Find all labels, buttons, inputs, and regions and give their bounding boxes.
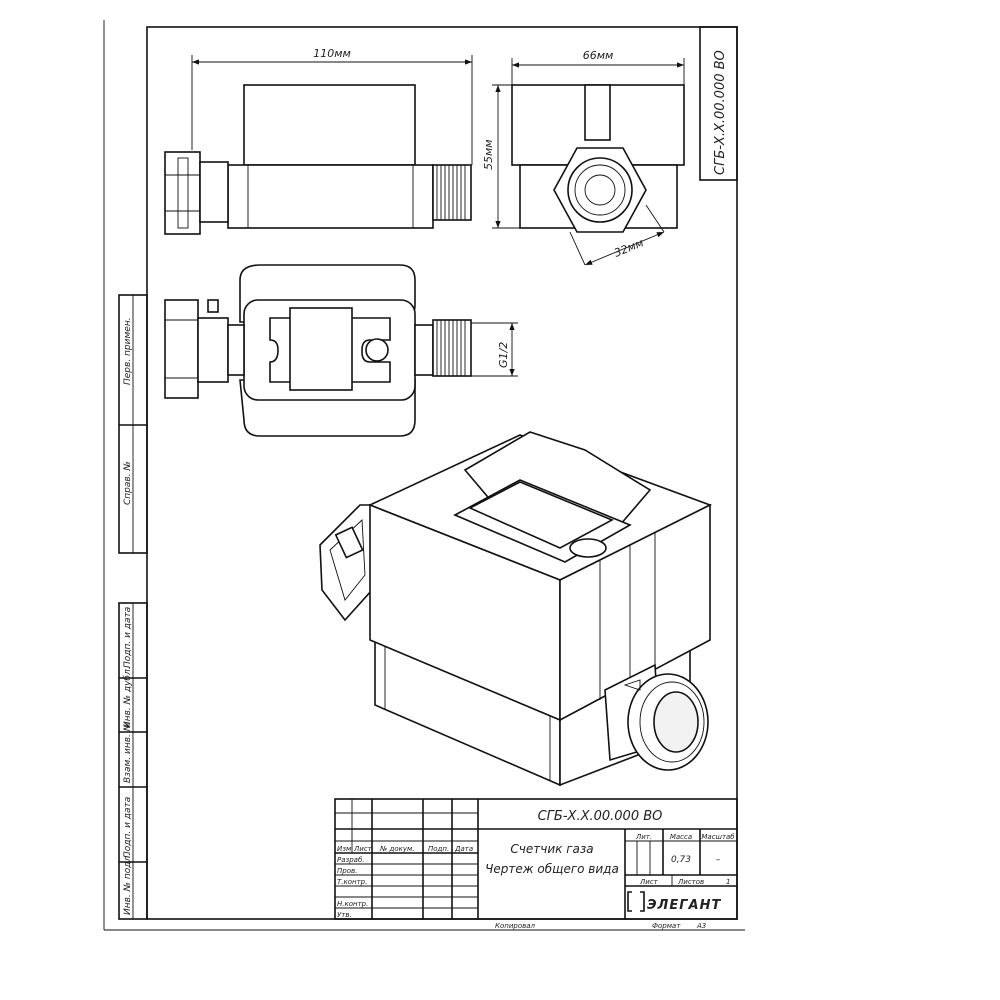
side-view: 66мм 55мм 32мм (482, 49, 685, 266)
front-view: 110мм (164, 47, 473, 235)
row-tkontr: Т.контр. (337, 878, 367, 886)
stamp-vertical-text: СГБ-Х.Х.00.000 ВО (713, 50, 728, 175)
dim-hex: 32мм (612, 236, 645, 260)
col-podp: Подп. (428, 845, 449, 853)
row-nkontr: Н.контр. (337, 900, 368, 908)
list-label: Лист (639, 878, 659, 886)
title-name-line2: Чертеж общего вида (485, 862, 619, 876)
dim-length: 110мм (313, 47, 351, 60)
listov-label: Листов (677, 878, 704, 886)
top-view: G1/2 (164, 264, 518, 437)
dim-height: 55мм (482, 139, 495, 170)
dim-width: 66мм (583, 49, 614, 62)
footer-format-value: А3 (696, 922, 706, 930)
title-designation: СГБ-Х.Х.00.000 ВО (538, 809, 663, 824)
title-name-line1: Счетчик газа (510, 842, 593, 856)
row-utv: Утв. (337, 911, 352, 919)
footer-format-label: Формат (652, 922, 681, 930)
label-perv-primen: Перв. примен. (123, 317, 133, 385)
massa-label: Масса (670, 833, 692, 841)
label-podp-data-2: Подп. и дата (123, 797, 133, 858)
label-vzam-inv: Взам. инв. № (123, 722, 133, 783)
massa-value: 0,73 (671, 855, 691, 865)
lit-label: Лит. (635, 833, 652, 841)
isometric-view (319, 431, 713, 787)
left-margin-strip: Перв. примен. Справ. № Подп. и дата Инв.… (118, 294, 148, 920)
col-doc: № докум. (379, 845, 415, 853)
label-sprav-no: Справ. № (123, 461, 133, 505)
col-izm: Изм (337, 845, 352, 853)
col-data: Дата (454, 845, 473, 853)
title-block: СГБ-Х.Х.00.000 ВО Счетчик газа Чертеж об… (334, 798, 738, 920)
footer-kopiroval: Копировал (495, 922, 536, 930)
listov-value: 1 (726, 878, 730, 886)
masshtab-value: – (716, 855, 721, 865)
company-logo: ЭЛЕГАНТ (627, 891, 721, 913)
company-name: ЭЛЕГАНТ (647, 898, 721, 913)
label-inv-dubl: Инв. № дубл. (123, 666, 133, 728)
row-razrab: Разраб. (337, 856, 365, 864)
masshtab-label: Масштаб (701, 833, 735, 841)
col-list: Лист (353, 845, 373, 853)
vertical-stamp: СГБ-Х.Х.00.000 ВО (699, 26, 738, 181)
dim-thread: G1/2 (497, 342, 510, 368)
label-inv-podl: Инв. № подл. (123, 853, 133, 915)
row-prov: Пров. (337, 867, 357, 875)
label-podp-data-1: Подп. и дата (123, 607, 133, 668)
